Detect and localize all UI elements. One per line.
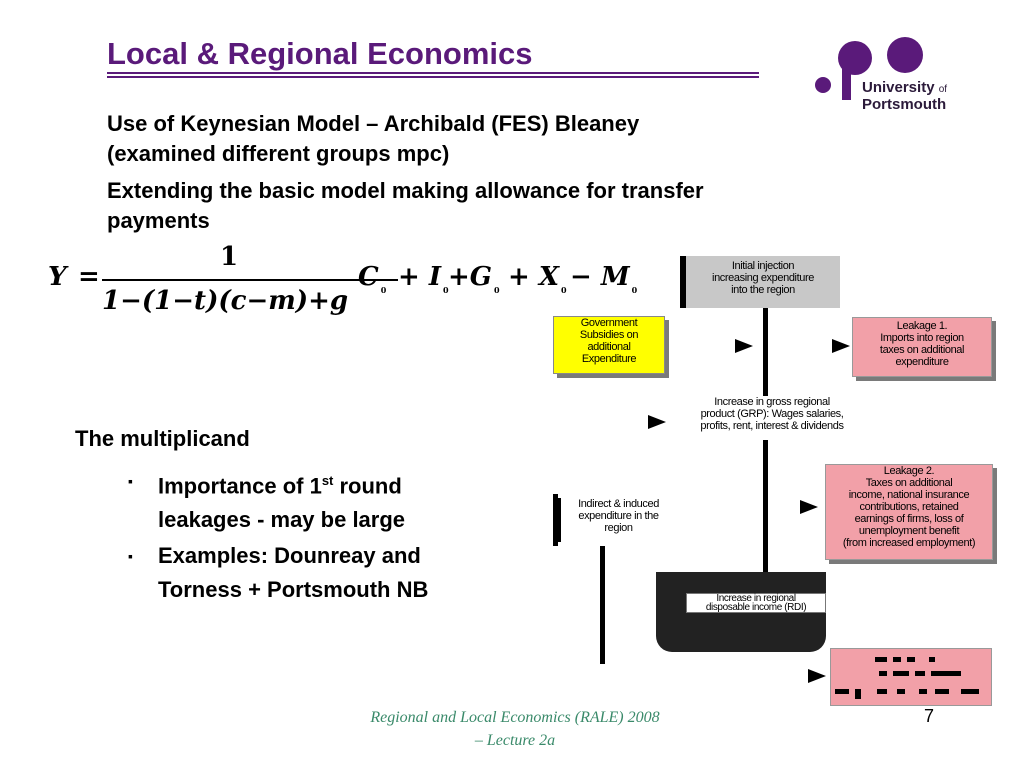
bullet-mark-icon: ▪ (128, 473, 133, 489)
gross-product-box: Increase in gross regional product (GRP)… (700, 396, 844, 432)
government-box: Government Subsidies on additional Expen… (553, 316, 665, 374)
slide-title: Local & Regional Economics (107, 36, 533, 71)
logo-text: University of Portsmouth (862, 80, 947, 112)
title-underline (107, 72, 759, 78)
disposable-income-box: Increase in regional disposable income (… (686, 593, 826, 613)
arrow-icon (808, 669, 826, 683)
illegible-text-marks (835, 657, 979, 699)
eq-numerator: 1 (220, 242, 239, 272)
subtitle-line4: payments (107, 208, 210, 233)
multiplicand-heading: The multiplicand (75, 426, 250, 451)
logo-line1: University (862, 79, 935, 96)
connector (763, 308, 768, 396)
bullet-mark-icon: ▪ (128, 548, 133, 564)
connector (553, 494, 558, 546)
arrow-icon (800, 500, 818, 514)
leakage1-box: Leakage 1. Imports into region taxes on … (852, 317, 992, 377)
bullet-2: ▪ Examples: Dounreay and Torness + Ports… (128, 539, 428, 607)
university-logo-icon (815, 37, 923, 100)
page-number: 7 (924, 706, 935, 726)
arrow-icon (832, 339, 850, 353)
arrow-icon (735, 339, 753, 353)
leakage2-box: Leakage 2. Taxes on additional income, n… (825, 464, 993, 560)
eq-denominator: 1−(1−t)(c−m)+g (102, 286, 349, 316)
bullet-1: ▪ Importance of 1st round leakages - may… (128, 464, 405, 537)
eq-equals: = (78, 262, 100, 292)
footer-line1: Regional and Local Economics (RALE) 2008 (370, 709, 660, 726)
indirect-box: Indirect & induced expenditure in the re… (556, 498, 676, 542)
eq-lhs: Y (48, 262, 67, 292)
connector (763, 440, 768, 572)
logo-of: of (938, 84, 948, 95)
initial-injection-box: Initial injection increasing expenditure… (680, 256, 840, 308)
connector (680, 256, 686, 308)
footer-line2: – Lecture 2a (474, 732, 556, 749)
connector (600, 546, 605, 664)
bottom-leakage-box (830, 648, 992, 706)
subtitle-line1: Use of Keynesian Model – Archibald (FES)… (107, 111, 640, 136)
footer: Regional and Local Economics (RALE) 2008… (320, 706, 710, 752)
arrow-icon (648, 415, 666, 429)
logo-line2: Portsmouth (862, 96, 947, 113)
fraction-line (102, 279, 398, 281)
subtitle-line3: Extending the basic model making allowan… (107, 178, 704, 203)
subtitle-line2: (examined different groups mpc) (107, 141, 450, 166)
